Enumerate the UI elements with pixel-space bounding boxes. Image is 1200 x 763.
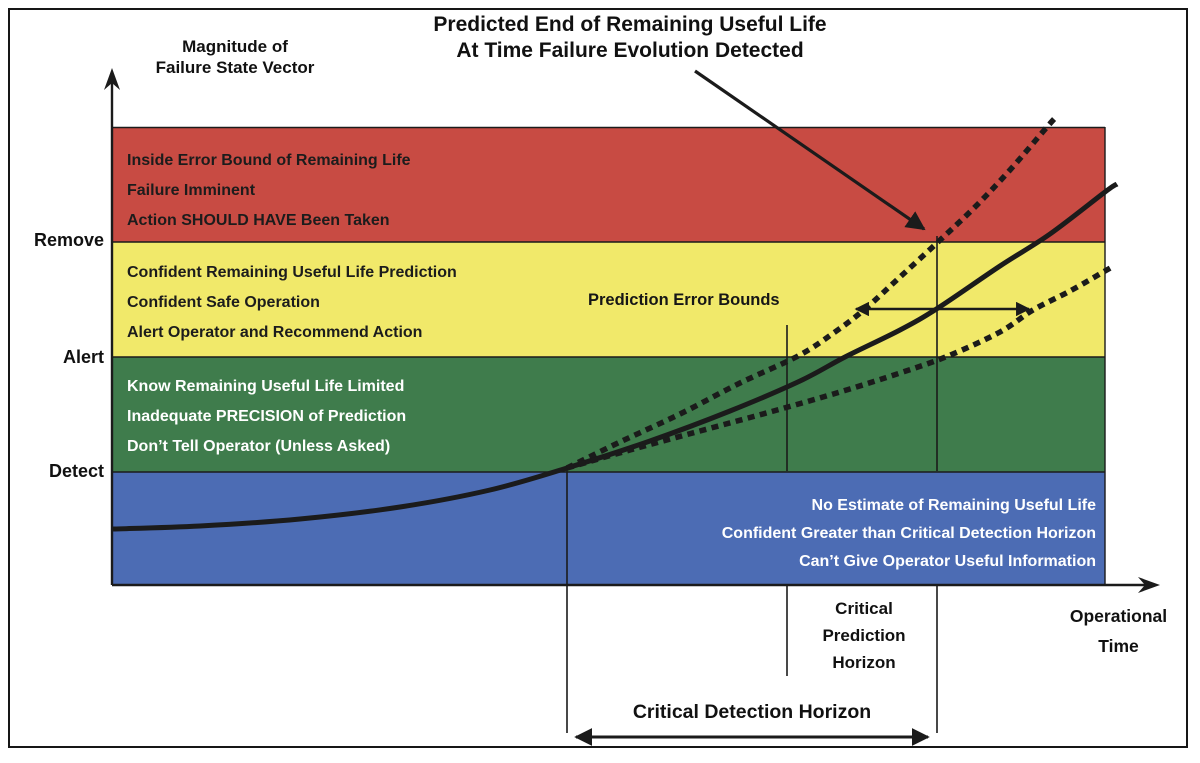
cph-line1: Critical: [835, 599, 893, 618]
blue-band-caption: No Estimate of Remaining Useful Life Con…: [722, 492, 1096, 576]
critical-detection-horizon-label: Critical Detection Horizon: [632, 701, 872, 723]
critical-prediction-horizon-label: Critical Prediction Horizon: [795, 595, 933, 676]
chart-title-line1: Predicted End of Remaining Useful Life: [433, 13, 827, 36]
yellow-band-line1: Confident Remaining Useful Life Predicti…: [127, 264, 457, 281]
green-band-caption: Know Remaining Useful Life Limited Inade…: [127, 372, 406, 462]
y-axis-label-line1: Magnitude of: [182, 37, 288, 56]
green-band-line3: Don’t Tell Operator (Unless Asked): [127, 438, 391, 455]
y-tick-alert: Alert: [62, 347, 104, 367]
red-band-line3: Action SHOULD HAVE Been Taken: [127, 212, 390, 229]
y-axis-label-line2: Failure State Vector: [155, 58, 315, 77]
y-tick-remove: Remove: [33, 230, 104, 250]
green-band-line2: Inadequate PRECISION of Prediction: [127, 408, 407, 425]
y-axis-label: Magnitude of Failure State Vector: [130, 36, 340, 78]
chart-title: Predicted End of Remaining Useful Life A…: [330, 12, 930, 64]
blue-band-line2: Confident Greater than Critical Detectio…: [721, 525, 1096, 542]
cph-line3: Horizon: [832, 653, 896, 672]
cph-line2: Prediction: [822, 626, 906, 645]
red-band-line2: Failure Imminent: [127, 182, 256, 199]
blue-band-line3: Can’t Give Operator Useful Information: [799, 553, 1096, 570]
yellow-band-caption: Confident Remaining Useful Life Predicti…: [127, 258, 457, 348]
yellow-band-line2: Confident Safe Operation: [127, 294, 320, 311]
y-tick-detect: Detect: [48, 461, 104, 481]
blue-band-line1: No Estimate of Remaining Useful Life: [811, 497, 1096, 514]
red-band-line1: Inside Error Bound of Remaining Life: [127, 152, 411, 169]
prediction-error-bounds-label: Prediction Error Bounds: [588, 291, 780, 309]
green-band-line1: Know Remaining Useful Life Limited: [127, 378, 405, 395]
x-axis-label: Operational Time: [1046, 601, 1191, 661]
outer-border: [8, 8, 1188, 748]
chart-title-line2: At Time Failure Evolution Detected: [456, 39, 804, 62]
yellow-band-line3: Alert Operator and Recommend Action: [127, 324, 423, 341]
x-axis-label-line2: Time: [1098, 636, 1139, 656]
red-band-caption: Inside Error Bound of Remaining Life Fai…: [127, 146, 411, 236]
x-axis-label-line1: Operational: [1069, 606, 1168, 626]
